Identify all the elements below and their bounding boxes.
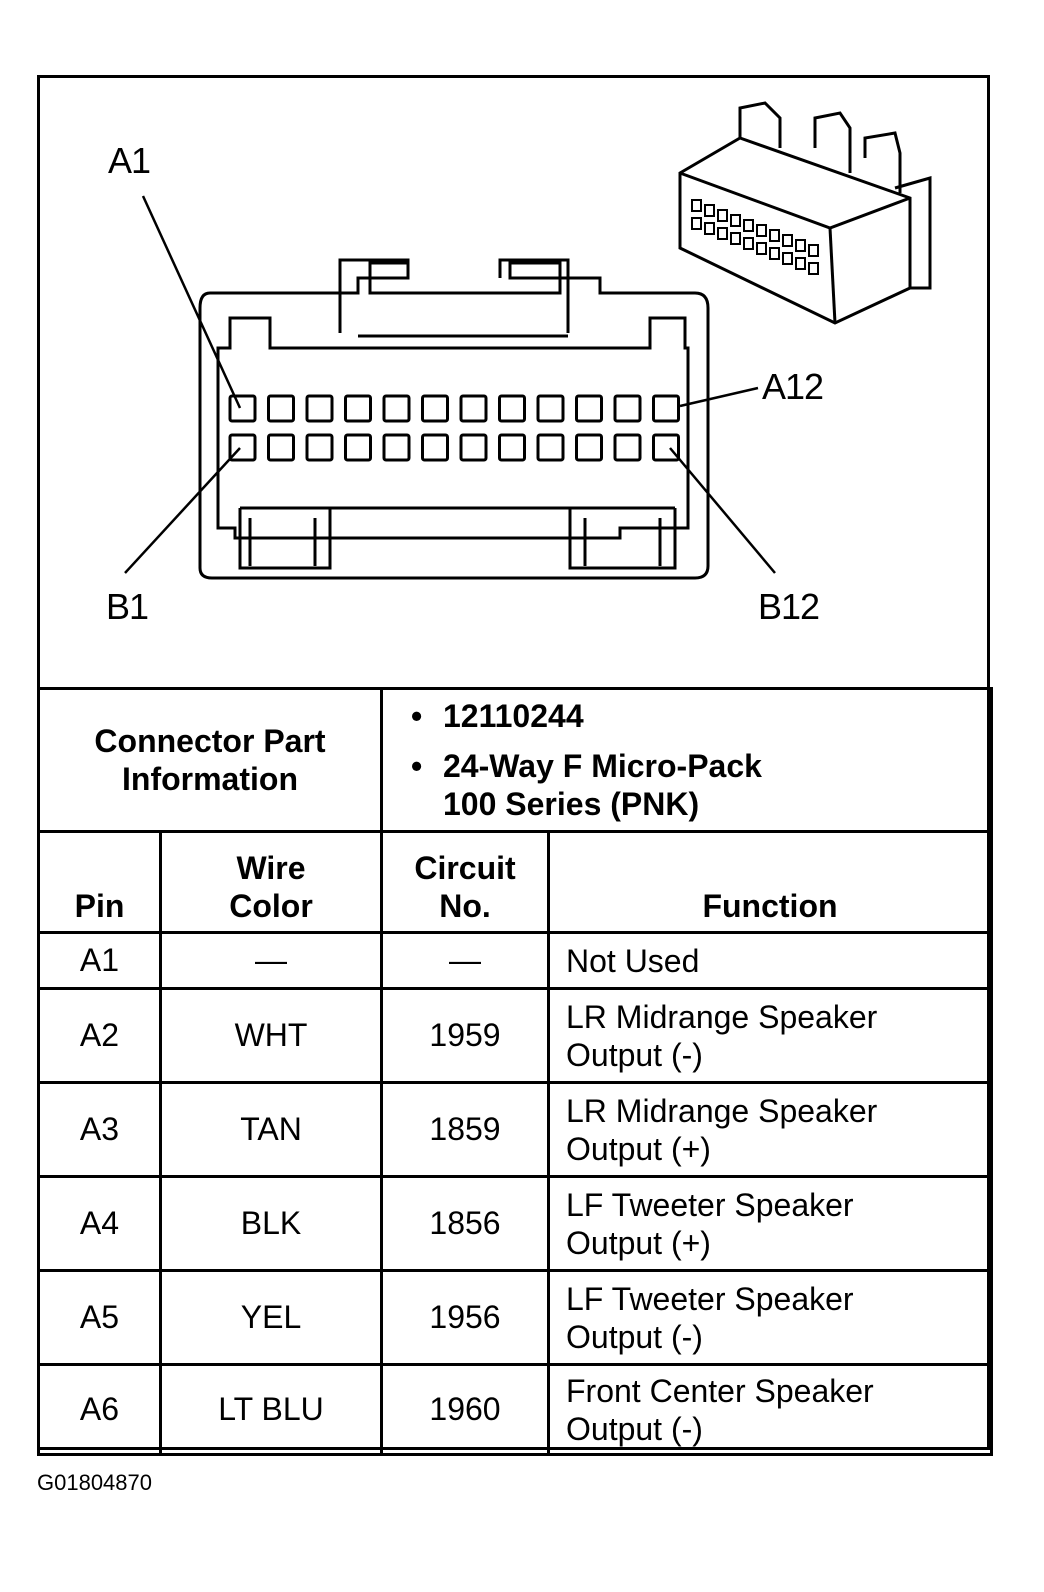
pinout-header-row: Pin Wire Color Circuit No. Function bbox=[37, 830, 993, 934]
connector-info-label-line1: Connector Part bbox=[94, 723, 326, 759]
label-a1: A1 bbox=[108, 140, 151, 181]
pin-cavity-b5 bbox=[382, 433, 411, 462]
pin-cavity-b3 bbox=[305, 433, 334, 462]
connector-info-values: • 12110244 • 24-Way F Micro-Pack 100 Ser… bbox=[380, 687, 993, 833]
cell-wire-color: — bbox=[159, 931, 383, 990]
pin-cavity-a12 bbox=[652, 394, 680, 423]
cell-pin: A6 bbox=[37, 1363, 162, 1456]
connector-diagram: A1 A12 B1 B12 bbox=[40, 78, 987, 690]
leader-b12 bbox=[669, 447, 776, 574]
pin-cavity-b8 bbox=[498, 433, 526, 462]
part-number: 12110244 bbox=[443, 698, 584, 734]
cell-pin: A1 bbox=[37, 931, 162, 990]
pin-cavity-a6 bbox=[421, 394, 449, 423]
pin-cavity-b6 bbox=[421, 433, 449, 462]
left-latch bbox=[338, 258, 410, 333]
cell-circuit: 1959 bbox=[380, 987, 550, 1084]
part-number-line: • 12110244 bbox=[411, 697, 990, 735]
cell-wire-color: WHT bbox=[159, 987, 383, 1084]
cell-circuit: 1859 bbox=[380, 1081, 550, 1178]
pin-cavity-a11 bbox=[613, 394, 642, 423]
connector-info-row: Connector Part Information • 12110244 • … bbox=[37, 687, 993, 833]
bullet-icon: • bbox=[411, 748, 423, 784]
pin-cavity-b9 bbox=[536, 433, 565, 462]
pin-cavity-a1 bbox=[228, 394, 257, 423]
header-circuit-no: Circuit No. bbox=[380, 830, 550, 934]
pin-cavity-a7 bbox=[459, 394, 488, 423]
description-line1: 24-Way F Micro-Pack bbox=[443, 748, 762, 784]
cell-pin: A5 bbox=[37, 1269, 162, 1366]
leader-b1 bbox=[124, 447, 241, 574]
pin-cavity-b10 bbox=[575, 433, 603, 462]
figure-code: G01804870 bbox=[37, 1470, 152, 1495]
connector-body-outline bbox=[198, 261, 710, 580]
pin-cavity-b1 bbox=[228, 433, 257, 462]
connector-isometric-view bbox=[678, 101, 932, 325]
cell-pin: A3 bbox=[37, 1081, 162, 1178]
pin-cavity-a8 bbox=[498, 394, 526, 423]
cell-circuit: — bbox=[380, 931, 550, 990]
connector-face-drawing bbox=[124, 101, 932, 580]
cell-circuit: 1956 bbox=[380, 1269, 550, 1366]
left-lower-key bbox=[238, 508, 332, 570]
pin-cavity-b12 bbox=[652, 433, 680, 462]
cell-wire-color: TAN bbox=[159, 1081, 383, 1178]
leader-a12 bbox=[679, 386, 759, 408]
leader-a1 bbox=[141, 195, 242, 409]
cell-wire-color: YEL bbox=[159, 1269, 383, 1366]
pin-cavity-b7 bbox=[459, 433, 488, 462]
label-b12: B12 bbox=[758, 586, 820, 627]
pin-cavity-b2 bbox=[267, 433, 295, 462]
pin-cavity-a5 bbox=[382, 394, 411, 423]
figure-frame: A1 A12 B1 B12 Connector Part Information… bbox=[37, 75, 993, 1456]
label-b1: B1 bbox=[106, 586, 149, 627]
header-wire-color: Wire Color bbox=[159, 830, 383, 934]
pinout-table-wrapper: Connector Part Information • 12110244 • … bbox=[37, 687, 993, 1456]
pin-cavity-a3 bbox=[305, 394, 334, 423]
inner-face-outline bbox=[216, 316, 690, 540]
pin-cavity-b11 bbox=[613, 433, 642, 462]
connector-info-label: Connector Part Information bbox=[37, 687, 383, 833]
pin-cavity-grid bbox=[228, 394, 680, 462]
label-a12: A12 bbox=[762, 366, 824, 407]
connector-info-label-line2: Information bbox=[122, 761, 298, 797]
header-pin: Pin bbox=[37, 830, 162, 934]
pin-cavity-a10 bbox=[575, 394, 603, 423]
cell-circuit: 1960 bbox=[380, 1363, 550, 1456]
cell-wire-color: BLK bbox=[159, 1175, 383, 1272]
cell-pin: A4 bbox=[37, 1175, 162, 1272]
cell-circuit: 1856 bbox=[380, 1175, 550, 1272]
description-line: • 24-Way F Micro-Pack bbox=[411, 747, 990, 785]
pin-cavity-a9 bbox=[536, 394, 565, 423]
description-line2: 100 Series (PNK) bbox=[443, 786, 700, 822]
cell-function: Not Used bbox=[547, 931, 993, 990]
pin-cavity-a4 bbox=[344, 394, 372, 423]
bullet-icon: • bbox=[411, 698, 423, 734]
cell-pin: A2 bbox=[37, 987, 162, 1084]
pin-cavity-a2 bbox=[267, 394, 295, 423]
connector-info-table: Connector Part Information • 12110244 • … bbox=[37, 687, 993, 833]
right-lower-key bbox=[568, 508, 677, 570]
pin-cavity-b4 bbox=[344, 433, 372, 462]
right-latch bbox=[498, 258, 570, 333]
table-row: A1 — — Not Used bbox=[37, 931, 993, 990]
pinout-table: Pin Wire Color Circuit No. Function A1 —… bbox=[37, 830, 993, 1456]
header-function: Function bbox=[547, 830, 993, 934]
cell-wire-color: LT BLU bbox=[159, 1363, 383, 1456]
